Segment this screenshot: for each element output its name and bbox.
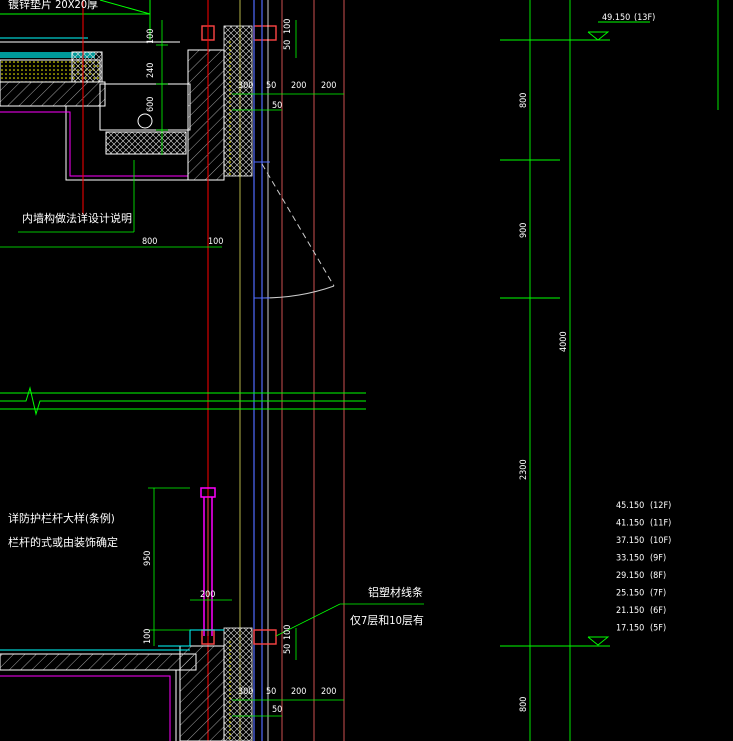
dim-text: 4000 [559, 331, 569, 352]
dim-text: 2300 [519, 459, 529, 480]
bottom-slab [0, 627, 277, 741]
elevation-floor: (10F) [650, 536, 671, 546]
elevation-value: 17.150 [616, 624, 644, 634]
elevation-floor: (7F) [650, 589, 666, 599]
dim-text: 50 [272, 101, 282, 111]
dim-text: 800 [519, 697, 529, 712]
elevation-value: 37.150 [616, 536, 644, 546]
dimension-lines [0, 20, 424, 717]
dim-text: 200 [321, 81, 336, 91]
dim-text: 300 [238, 81, 253, 91]
break-line [0, 386, 366, 416]
dim-text: 100 [143, 629, 153, 644]
dim-text: 600 [146, 97, 156, 112]
elevation-floor: (6F) [650, 606, 666, 616]
elevation-top-value: 49.150 [602, 13, 630, 23]
dim-text: 100 [146, 29, 156, 44]
elevation-floor: (11F) [650, 519, 671, 529]
dim-text: 200 [291, 687, 306, 697]
elevation-top-floor: (13F) [634, 13, 655, 23]
dim-text: 100 [283, 625, 293, 640]
dim-text: 300 [238, 687, 253, 697]
dim-text: 50 [283, 644, 293, 654]
elevation-floor: (8F) [650, 571, 666, 581]
elevation-value: 41.150 [616, 519, 644, 529]
railing-note-2: 栏杆的式或由装饰确定 [8, 535, 118, 549]
dim-text: 50 [266, 81, 276, 91]
elevation-value: 21.150 [616, 606, 644, 616]
elevation-floor: (12F) [650, 501, 671, 511]
railing-note-1: 详防护栏杆大样(条例) [8, 511, 115, 525]
elevation-value: 29.150 [616, 571, 644, 581]
top-cut-label: 镀锌垫片 20X20厚 [8, 0, 98, 11]
aluminum-note-1: 铝塑材线条 [368, 585, 423, 599]
elevation-value: 25.150 [616, 589, 644, 599]
aluminum-note-2: 仅7层和10层有 [350, 613, 424, 627]
dim-text: 200 [321, 687, 336, 697]
dim-text: 100 [283, 19, 293, 34]
dim-text: 200 [200, 590, 215, 600]
dim-text: 50 [266, 687, 276, 697]
elevation-axis [500, 0, 719, 741]
dim-text: 240 [146, 63, 156, 78]
elevation-value: 33.150 [616, 554, 644, 564]
dim-text: 200 [291, 81, 306, 91]
dim-text: 950 [143, 551, 153, 566]
facade-lines [82, 0, 345, 741]
door-swing [254, 161, 335, 299]
elevation-floor: (9F) [650, 554, 666, 564]
inner-wall-note: 内墙构做法详设计说明 [22, 211, 132, 225]
elevation-list: 45.150 (12F) 41.150 (11F) 37.150 (10F) 33.150 (… [616, 501, 671, 634]
elevation-floor: (5F) [650, 624, 666, 634]
dim-text: 100 [208, 237, 223, 247]
top-slab [0, 0, 277, 181]
dim-text: 900 [519, 223, 529, 238]
dim-text: 50 [283, 40, 293, 50]
railing [200, 487, 216, 636]
elevation-value: 45.150 [616, 501, 644, 511]
dim-text: 800 [142, 237, 157, 247]
dim-text: 50 [272, 705, 282, 715]
dim-text: 800 [519, 93, 529, 108]
